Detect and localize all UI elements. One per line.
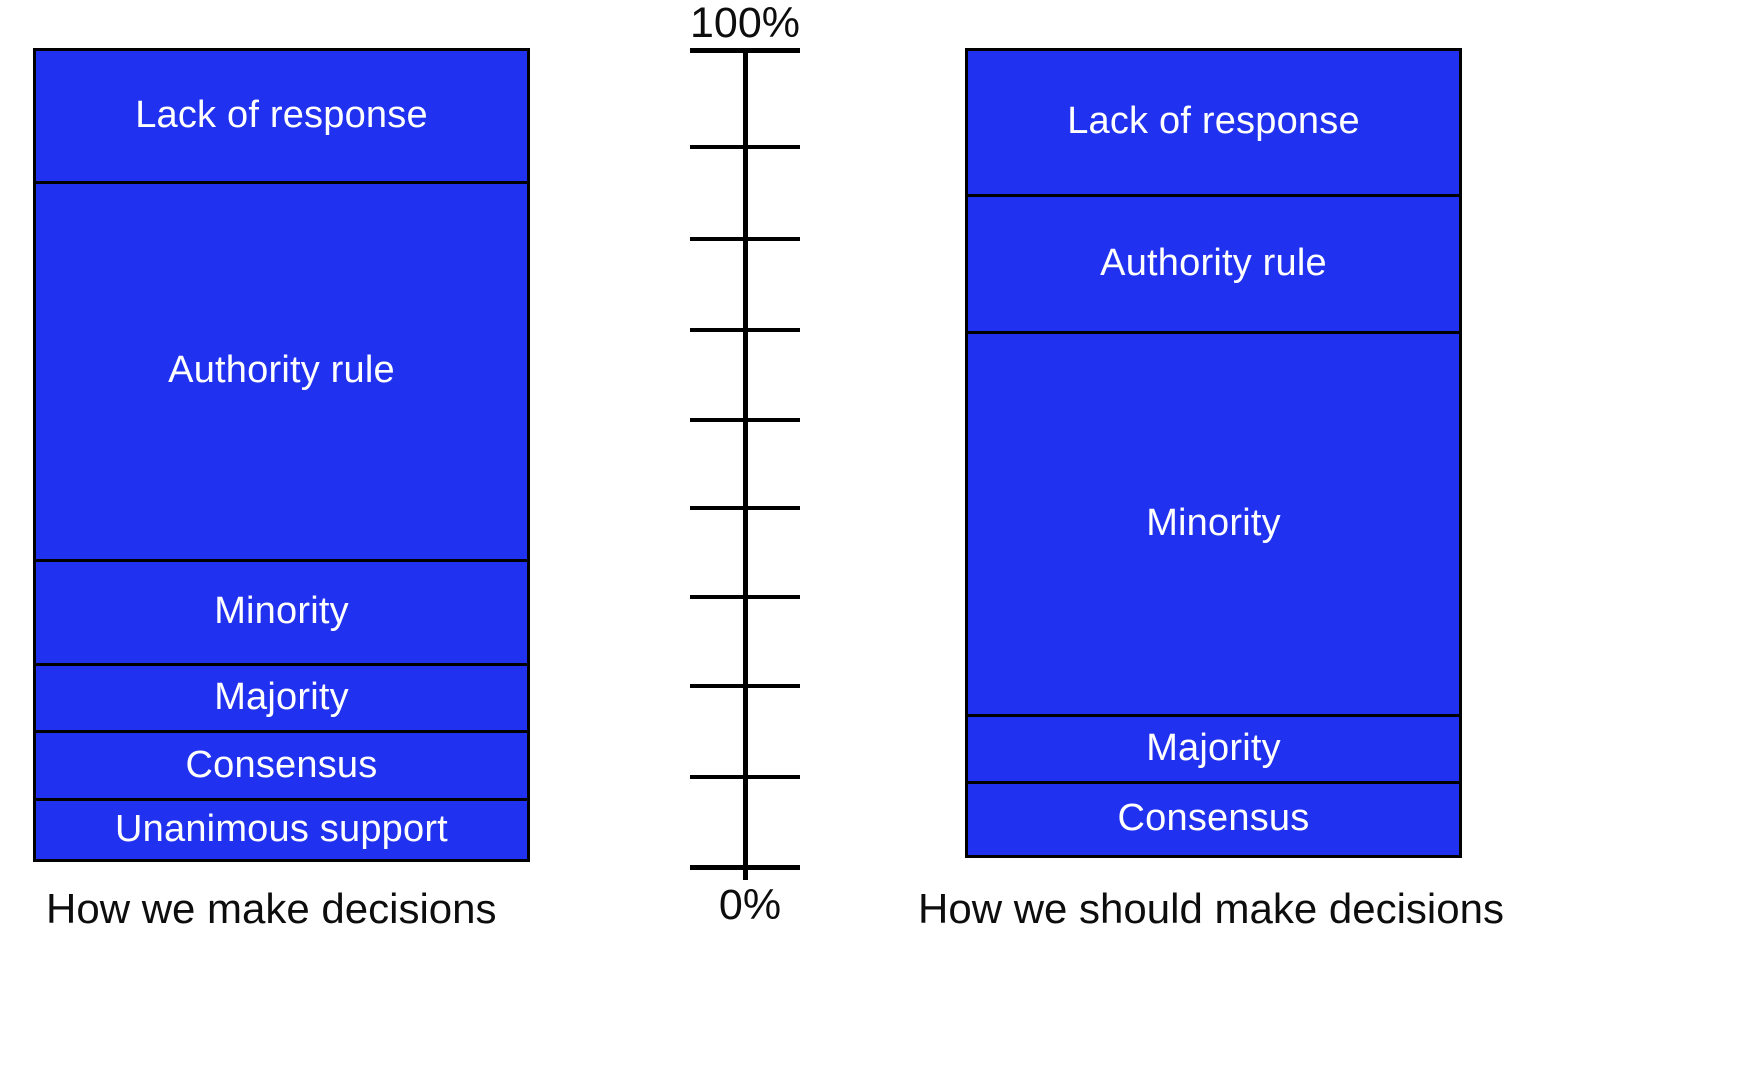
- segment-label: Authority rule: [1100, 241, 1327, 284]
- axis-tick-5: [690, 418, 800, 422]
- axis-tick-8: [690, 145, 800, 149]
- axis-tick-7: [690, 237, 800, 241]
- axis-tick-1: [690, 775, 800, 779]
- segment-label: Unanimous support: [115, 808, 448, 851]
- percentage-axis: [690, 40, 800, 880]
- axis-line: [742, 48, 748, 880]
- segment-consensus[interactable]: Consensus: [968, 783, 1459, 855]
- segment-majority[interactable]: Majority: [36, 665, 527, 734]
- axis-tick-2: [690, 684, 800, 688]
- segment-label: Minority: [214, 590, 349, 633]
- segment-minority[interactable]: Minority: [968, 334, 1459, 718]
- segment-unanimous-support[interactable]: Unanimous support: [36, 801, 527, 859]
- segment-consensus[interactable]: Consensus: [36, 733, 527, 802]
- segment-authority-rule[interactable]: Authority rule: [36, 183, 527, 562]
- segment-label: Minority: [1146, 502, 1281, 545]
- segment-minority[interactable]: Minority: [36, 561, 527, 666]
- segment-lack-of-response[interactable]: Lack of response: [36, 51, 527, 184]
- axis-tick-6: [690, 328, 800, 332]
- segment-label: Majority: [214, 676, 349, 719]
- segment-lack-of-response[interactable]: Lack of response: [968, 51, 1459, 197]
- axis-tick-100: [690, 48, 800, 53]
- segment-authority-rule[interactable]: Authority rule: [968, 196, 1459, 335]
- stacked-column-current: Lack of response Authority rule Minority…: [33, 48, 530, 862]
- segment-label: Majority: [1146, 727, 1281, 770]
- segment-label: Lack of response: [1067, 100, 1360, 143]
- column-caption-ideal: How we should make decisions: [918, 885, 1504, 932]
- segment-label: Consensus: [1117, 797, 1310, 840]
- column-caption-current: How we make decisions: [46, 885, 497, 932]
- axis-label-max: 100%: [690, 0, 800, 47]
- segment-majority[interactable]: Majority: [968, 717, 1459, 784]
- segment-label: Lack of response: [135, 93, 428, 136]
- segment-label: Authority rule: [168, 349, 395, 392]
- axis-tick-0: [690, 865, 800, 870]
- segment-label: Consensus: [185, 743, 378, 786]
- stacked-column-ideal: Lack of response Authority rule Minority…: [965, 48, 1462, 858]
- axis-tick-4: [690, 506, 800, 510]
- axis-tick-3: [690, 595, 800, 599]
- axis-label-min: 0%: [718, 881, 782, 929]
